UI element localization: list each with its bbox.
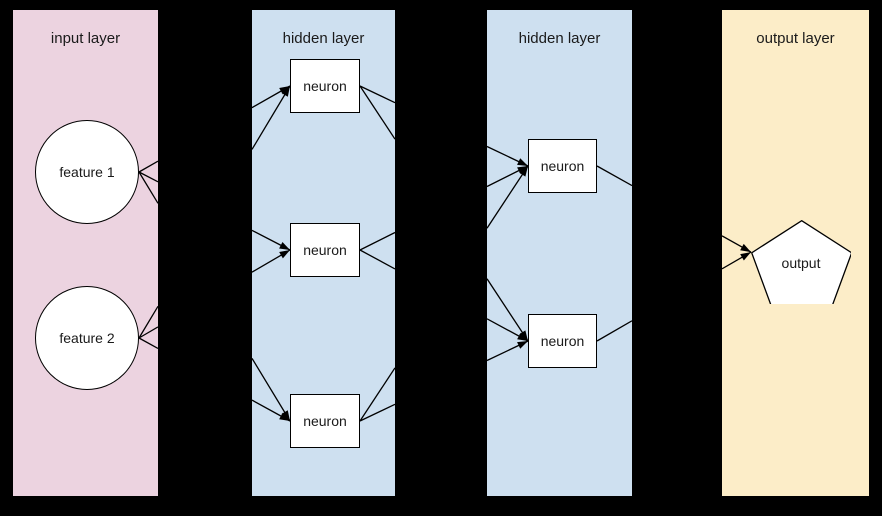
edge-segment xyxy=(138,160,158,173)
edge-segment xyxy=(596,165,632,187)
node-feature-1-label: feature 1 xyxy=(59,164,115,180)
node-hidden2-neuron-1-label: neuron xyxy=(540,158,585,174)
edge-arrowhead xyxy=(279,412,290,421)
edge-group-input xyxy=(138,160,158,350)
edge-arrowhead xyxy=(279,86,290,95)
layer-panel-hidden-2: hidden layer neuron neuron xyxy=(487,10,632,496)
node-hidden2-neuron-1[interactable]: neuron xyxy=(528,139,597,193)
node-hidden1-neuron-3-label: neuron xyxy=(303,413,347,429)
edge-arrowhead xyxy=(519,330,528,341)
edge-segment xyxy=(138,326,158,339)
edge-arrowhead xyxy=(279,250,290,259)
edge-arrowhead xyxy=(740,243,751,253)
edge-arrowhead xyxy=(281,86,290,97)
layer-title-hidden-2: hidden layer xyxy=(518,30,601,47)
edge-arrowhead xyxy=(517,332,528,341)
node-hidden1-neuron-1-label: neuron xyxy=(303,78,347,94)
edge-group-output xyxy=(722,235,752,270)
edge-segment xyxy=(138,337,158,350)
edge-segment xyxy=(359,249,395,270)
edge-arrowhead xyxy=(517,341,528,349)
layer-title-output: output layer xyxy=(756,30,835,47)
node-hidden1-neuron-1[interactable]: neuron xyxy=(290,59,360,113)
edge-arrowhead xyxy=(519,166,528,177)
edge-segment xyxy=(359,85,395,104)
edge-segment xyxy=(487,278,529,342)
edge-arrowhead xyxy=(517,158,528,166)
node-hidden1-neuron-2-label: neuron xyxy=(303,242,347,258)
layer-title-input: input layer xyxy=(50,30,121,47)
node-feature-2-label: feature 2 xyxy=(59,330,115,346)
layer-title-hidden-1: hidden layer xyxy=(282,30,365,47)
edge-group-hidden-2 xyxy=(487,145,632,362)
edge-segment xyxy=(359,231,395,251)
edge-arrowhead xyxy=(281,410,290,421)
edge-segment xyxy=(252,358,291,422)
edge-segment xyxy=(359,367,395,422)
layer-panel-input: input layer feature 1 feature 2 xyxy=(13,10,158,496)
node-hidden2-neuron-2[interactable]: neuron xyxy=(528,314,597,368)
layer-panel-hidden-1: hidden layer neuron neuron neuron xyxy=(252,10,395,496)
edge-arrowhead xyxy=(517,166,528,174)
edge-group-hidden-1 xyxy=(252,85,395,422)
edge-segment xyxy=(138,171,158,183)
layer-panel-output: output layer output xyxy=(722,10,869,496)
edge-arrowhead xyxy=(279,241,290,250)
edge-arrowhead xyxy=(740,252,751,261)
node-feature-2[interactable]: feature 2 xyxy=(35,286,139,390)
edge-segment xyxy=(359,403,395,422)
node-output-node[interactable]: output xyxy=(750,219,853,306)
pentagon-shape-icon xyxy=(750,219,853,306)
edge-segment xyxy=(252,85,291,150)
edge-segment xyxy=(487,165,529,229)
edge-segment xyxy=(138,305,158,339)
edge-segment xyxy=(359,85,395,140)
edge-segment xyxy=(596,320,632,342)
node-hidden1-neuron-3[interactable]: neuron xyxy=(290,394,360,448)
node-hidden2-neuron-2-label: neuron xyxy=(540,333,585,349)
edge-segment xyxy=(138,171,158,204)
node-hidden1-neuron-2[interactable]: neuron xyxy=(290,223,360,277)
node-feature-1[interactable]: feature 1 xyxy=(35,120,139,224)
